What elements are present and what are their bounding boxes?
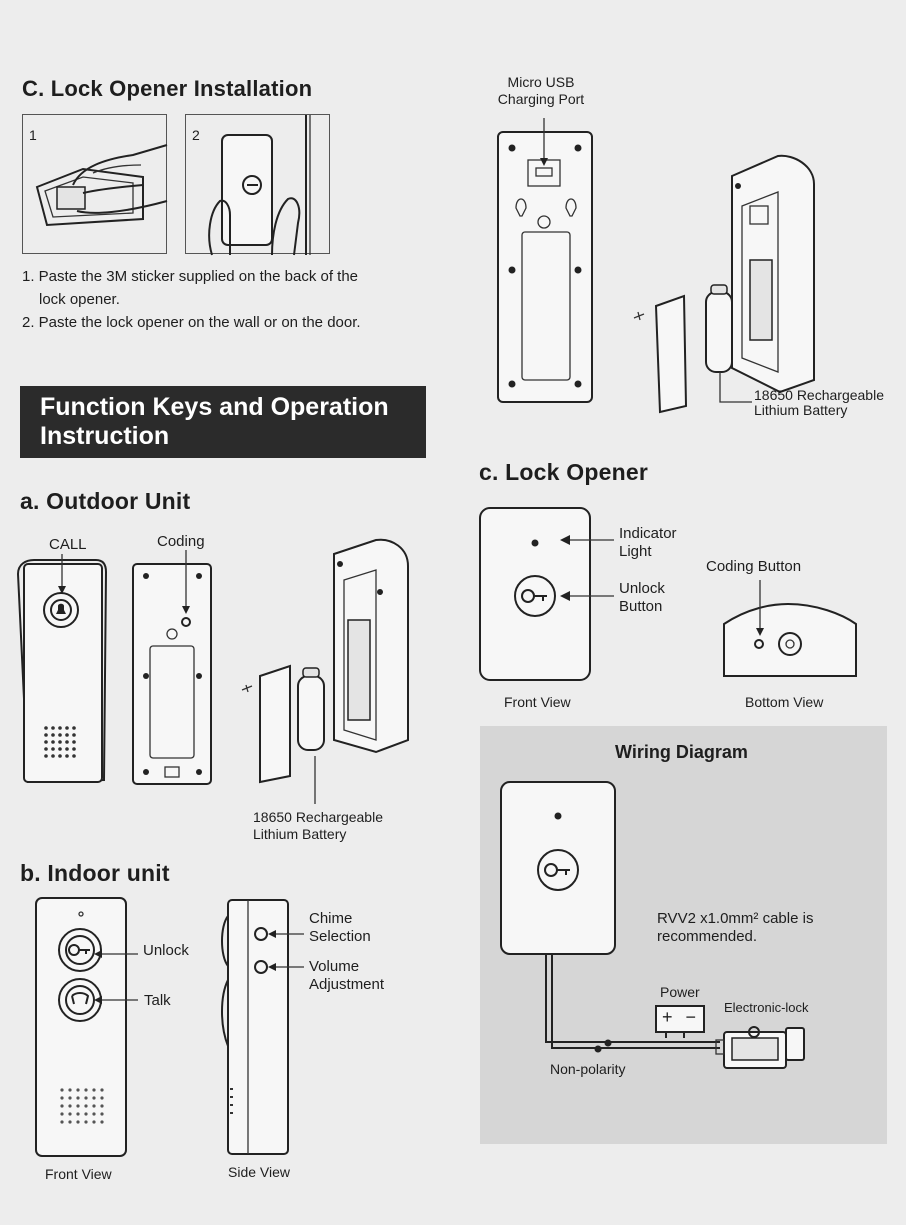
call-label: CALL (49, 536, 87, 553)
indoor-unit-illustrations (35, 897, 304, 1157)
lock-opener-title: c. Lock Opener (479, 459, 648, 485)
indoor-unit-title: b. Indoor unit (20, 860, 170, 886)
outdoor-back-panel (132, 550, 212, 785)
install-step-2-figure: 2 (185, 114, 330, 256)
outdoor-battery-label-line1: 18650 Rechargeable (253, 809, 383, 825)
cable-line1: RVV2 x1.0mm² cable is (657, 910, 814, 927)
cable-line2: recommended. (657, 928, 758, 945)
hand-peeling-sticker-illustration (35, 144, 168, 227)
lock-opener-front-view-label: Front View (504, 694, 571, 710)
lock-opener-battery-exploded (633, 154, 815, 414)
banner-line-2: Instruction (40, 422, 170, 450)
indicator-line1: Indicator (619, 525, 677, 542)
electronic-lock-icon (715, 1026, 805, 1069)
indoor-unlock-label: Unlock (143, 942, 189, 959)
volume-adjustment-label: Volume Adjustment (309, 958, 384, 994)
outdoor-unit-illustrations (16, 538, 409, 804)
indicator-line2: Light (619, 543, 652, 560)
lock-opener-back-panel (497, 118, 593, 403)
non-polarity-label: Non-polarity (550, 1061, 626, 1077)
indicator-light-label: Indicator Light (619, 525, 677, 561)
hand-pressing-lock-opener-illustration (208, 115, 311, 256)
install-step-2-text: 2. Paste the lock opener on the wall or … (22, 314, 361, 331)
micro-usb-label: Micro USB Charging Port (490, 74, 592, 108)
usb-line1: Micro USB (507, 74, 575, 90)
charging-battery-label: 18650 Rechargeable Lithium Battery (754, 388, 884, 418)
power-polarity-symbols: + − (662, 1007, 701, 1027)
function-keys-banner: Function Keys and Operation Instruction (20, 386, 426, 458)
wiring-diagram-title: Wiring Diagram (615, 742, 748, 762)
indoor-side-view-label: Side View (228, 1164, 291, 1180)
lock-opener-bottom-view (723, 580, 857, 677)
outdoor-battery-exploded (241, 538, 409, 804)
lock-opener-bottom-view-label: Bottom View (745, 694, 824, 710)
lock-opener-front-view (479, 507, 614, 681)
outdoor-battery-label-line2: Lithium Battery (253, 826, 347, 842)
install-step-1-text: 1. Paste the 3M sticker supplied on the … (22, 268, 359, 285)
usb-line2: Charging Port (497, 91, 585, 107)
unlock-button-line2: Button (619, 598, 663, 615)
install-step-1-text-cont: lock opener. (39, 291, 120, 308)
power-label: Power (660, 984, 700, 1000)
lock-opener-views (479, 507, 857, 681)
chime-line2: Selection (309, 928, 371, 945)
outdoor-front-panel (16, 554, 108, 784)
volume-line1: Volume (309, 958, 360, 975)
unlock-button-label: Unlock Button (619, 580, 665, 616)
install-step-1-figure: 1 (22, 114, 168, 254)
outdoor-battery-label: 18650 Rechargeable Lithium Battery (253, 809, 383, 843)
chime-selection-label: Chime Selection (309, 910, 371, 946)
unlock-button-line1: Unlock (619, 580, 665, 597)
step-number-2: 2 (192, 127, 200, 143)
chime-line1: Chime (309, 910, 353, 927)
lock-install-title: C. Lock Opener Installation (22, 76, 313, 101)
outdoor-unit-title-text: a. Outdoor Unit (20, 488, 191, 514)
charging-battery-line1: 18650 Rechargeable (754, 387, 884, 403)
charging-battery-line2: Lithium Battery (754, 402, 848, 418)
indoor-front-view-label: Front View (45, 1166, 112, 1182)
electronic-lock-label: Electronic-lock (724, 1000, 809, 1015)
coding-button-label: Coding Button (706, 558, 802, 575)
charging-port-illustrations (497, 118, 815, 414)
indoor-front-panel (35, 897, 138, 1157)
indoor-side-panel (221, 899, 304, 1155)
outdoor-unit-title: a. Outdoor Unit (20, 488, 190, 515)
indoor-talk-label: Talk (144, 992, 171, 1009)
cable-recommendation: RVV2 x1.0mm² cable is recommended. (657, 910, 813, 946)
volume-line2: Adjustment (309, 976, 385, 993)
step-number-1: 1 (29, 127, 37, 143)
install-steps: 1. Paste the 3M sticker supplied on the … (22, 265, 361, 334)
banner-line-1: Function Keys and Operation (40, 393, 389, 421)
wiring-diagram-illustration (500, 781, 805, 1069)
coding-label: Coding (157, 533, 205, 550)
